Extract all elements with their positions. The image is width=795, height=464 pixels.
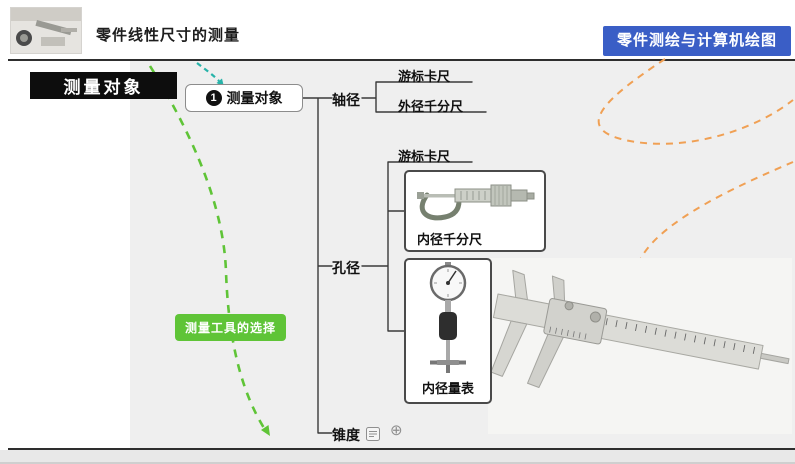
node-vernier-caliper-shaft[interactable]: 游标卡尺 [398,69,451,84]
branch-taper[interactable]: 锥度 [332,427,360,443]
mindmap-root-node[interactable]: 1 测量对象 [185,84,303,112]
course-badge[interactable]: 零件测绘与计算机绘图 [602,26,791,56]
inside-micrometer-image [417,184,535,221]
bottom-divider [8,448,795,450]
footer-bar [0,450,795,464]
logo-photo-graphic [11,8,81,53]
inside-micrometer-label: 内径千分尺 [417,232,483,247]
header-logo-image [10,7,82,54]
node-outside-micrometer[interactable]: 外径千分尺 [398,99,464,114]
branch-shaft-diameter[interactable]: 轴径 [332,92,360,108]
section-label: 测量对象 [30,72,177,99]
top-divider [8,59,795,61]
page-title: 零件线性尺寸的测量 [96,27,241,44]
notes-icon[interactable] [366,427,380,441]
tool-selection-label[interactable]: 测量工具的选择 [175,314,287,341]
root-node-label: 测量对象 [226,90,283,106]
node-inside-micrometer[interactable]: 内径千分尺 [404,170,546,252]
caliper-graphic [490,269,790,389]
node-vernier-caliper-hole[interactable]: 游标卡尺 [398,149,451,164]
header: 零件线性尺寸的测量 零件测绘与计算机绘图 [0,0,795,60]
caliper-photo [488,258,792,434]
node-number-badge: 1 [205,90,222,106]
node-bore-dial-gauge[interactable]: 内径量表 [404,258,492,404]
bore-gauge-image [429,262,467,373]
branch-hole-diameter[interactable]: 孔径 [332,260,360,276]
expand-plus-icon[interactable]: ⊕ [390,422,403,439]
bore-gauge-label: 内径量表 [421,381,474,396]
